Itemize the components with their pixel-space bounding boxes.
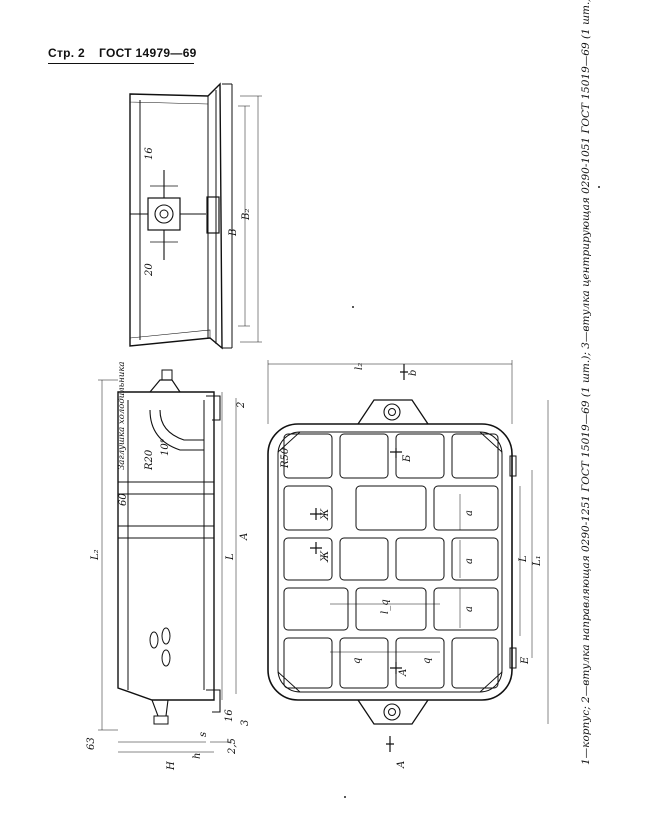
label-l2: l₂ xyxy=(354,363,365,370)
label-20: 20 xyxy=(144,263,155,277)
figure-caption: 1—корпус; 2—втулка направляющая 0290-125… xyxy=(580,0,592,765)
label-3: 3 xyxy=(240,720,251,726)
label-2: 2 xyxy=(236,402,247,409)
label-B2: B₂ xyxy=(241,209,252,221)
caption-item-2-text: —втулка направляющая 0290-1251 ГОСТ 1501… xyxy=(580,348,592,697)
section-A: A xyxy=(398,669,409,677)
label-R20: R20 xyxy=(144,449,155,471)
label-q-2: q xyxy=(422,658,433,664)
page-number: Стр. 2 xyxy=(48,46,86,60)
section-B: Б xyxy=(402,454,413,463)
stray-mark xyxy=(344,796,346,798)
label-h: h xyxy=(192,753,203,759)
side-view xyxy=(98,369,237,753)
label-H: H xyxy=(166,761,177,771)
label-A: A xyxy=(239,533,250,541)
caption-item-3-text: —втулка центрирующая 0290-1051 ГОСТ 1501… xyxy=(580,0,592,343)
stray-mark xyxy=(352,306,354,308)
label-b: b xyxy=(408,370,419,376)
label-60: 60 xyxy=(118,493,129,506)
section-Zh-2: Ж xyxy=(320,550,331,563)
top-view xyxy=(129,82,262,350)
plan-view xyxy=(267,360,549,752)
section-Zh-1: Ж xyxy=(320,508,331,521)
label-10deg: 10° xyxy=(160,438,171,456)
label-L: L xyxy=(225,553,236,561)
label-a-2: a xyxy=(464,558,475,564)
stray-mark xyxy=(598,186,600,188)
label-16b: 16 xyxy=(224,709,235,722)
label-a-1: a xyxy=(464,510,475,516)
caption-item-2-num: 2 xyxy=(580,696,592,703)
standard-number: ГОСТ 14979—69 xyxy=(99,46,197,60)
label-16: 16 xyxy=(144,147,155,160)
label-s: s xyxy=(198,732,209,737)
page-header: Стр. 2 ГОСТ 14979—69 xyxy=(48,46,197,60)
cap-note: Заглушка холодильника xyxy=(117,362,127,470)
label-q-1: q xyxy=(352,658,363,664)
caption-item-3-num: 3 xyxy=(580,342,592,349)
caption-item-1-num: 1 xyxy=(580,758,592,765)
header-rule xyxy=(48,63,194,65)
label-lq: l_q xyxy=(380,599,391,614)
label-63: 63 xyxy=(86,737,97,750)
label-L-plan: L xyxy=(518,555,529,563)
label-R50: R50 xyxy=(280,447,291,469)
label-B: B xyxy=(228,229,239,237)
label-a-3: a xyxy=(464,606,475,612)
label-L1: L₁ xyxy=(532,555,543,567)
label-2-5: 2,5 xyxy=(227,738,238,755)
section-A-bottom: A xyxy=(396,761,407,769)
caption-item-1-text: —корпус; xyxy=(580,702,592,759)
label-E: E xyxy=(520,656,531,665)
label-L2: L₂ xyxy=(90,549,101,561)
